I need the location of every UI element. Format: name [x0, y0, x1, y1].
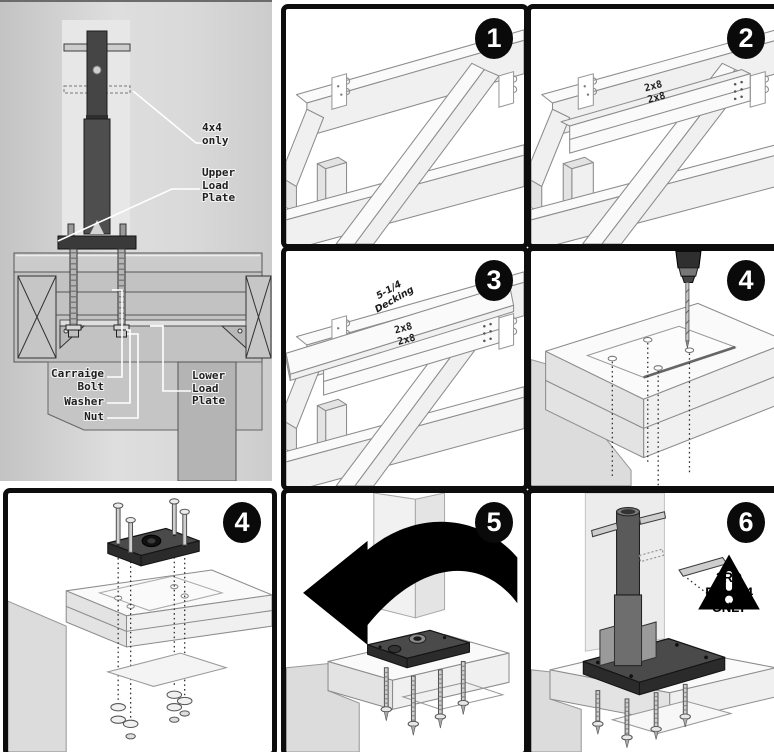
- step-number-badge: 2: [727, 18, 765, 59]
- nut-label: Nut: [84, 410, 104, 423]
- step-panel-4-drill: 4: [526, 246, 774, 491]
- upper-load-plate-label: Upper Load Plate: [202, 166, 236, 204]
- step3-decking-illustration: [286, 271, 524, 486]
- step-number-badge: 3: [475, 260, 513, 301]
- drill-icon: [675, 251, 702, 349]
- lower-load-plate-label: Lower Load Plate: [192, 369, 226, 407]
- step-panel-2: 2 2x8 2x8: [526, 4, 774, 249]
- step-number-badge: 1: [475, 18, 513, 59]
- rotate-arrow-icon: [303, 521, 518, 645]
- step-number-badge: 4: [223, 502, 261, 543]
- step-panel-5: 5: [281, 488, 529, 752]
- anchor-post-tube: [591, 507, 667, 667]
- step-number-badge: 5: [475, 502, 513, 543]
- carriage-bolts: [112, 498, 190, 553]
- step6-pin-installation-illustration: [531, 493, 774, 752]
- anchor-base-plate: [582, 637, 726, 696]
- installed-load-plate: [366, 629, 471, 669]
- warning-text: 3RD PIN 4X4 ONLY: [705, 569, 753, 615]
- step-panel-4-fasteners: 4: [3, 488, 277, 752]
- detail-panel: 4x4 only Upper Load Plate Carraige Bolt …: [0, 0, 272, 481]
- step-number-badge: 6: [727, 502, 765, 543]
- lag-screws: [380, 660, 469, 736]
- carriage-bolt-label: Carraige Bolt: [51, 367, 104, 393]
- post-size-label: 4x4 only: [202, 121, 229, 147]
- washers-and-nuts: [110, 690, 193, 740]
- step-panel-6: 6: [526, 488, 774, 752]
- step5-rotate-post-illustration: [286, 493, 518, 752]
- step-panel-1: 1: [281, 4, 529, 249]
- lag-screws: [592, 683, 691, 748]
- step4-drilling-illustration: [531, 251, 774, 486]
- anchor-cross-section-illustration: [13, 20, 272, 481]
- step-panel-3: 3 5-1/4 Decking 2x8 2x8: [281, 246, 529, 491]
- warning-callout: 3RD PIN 4X4 ONLY: [696, 549, 762, 615]
- step4-bolt-assembly-illustration: [8, 498, 272, 752]
- step-number-badge: 4: [727, 260, 765, 301]
- washer-label: Washer: [64, 395, 104, 408]
- page-edge-line: [0, 0, 272, 2]
